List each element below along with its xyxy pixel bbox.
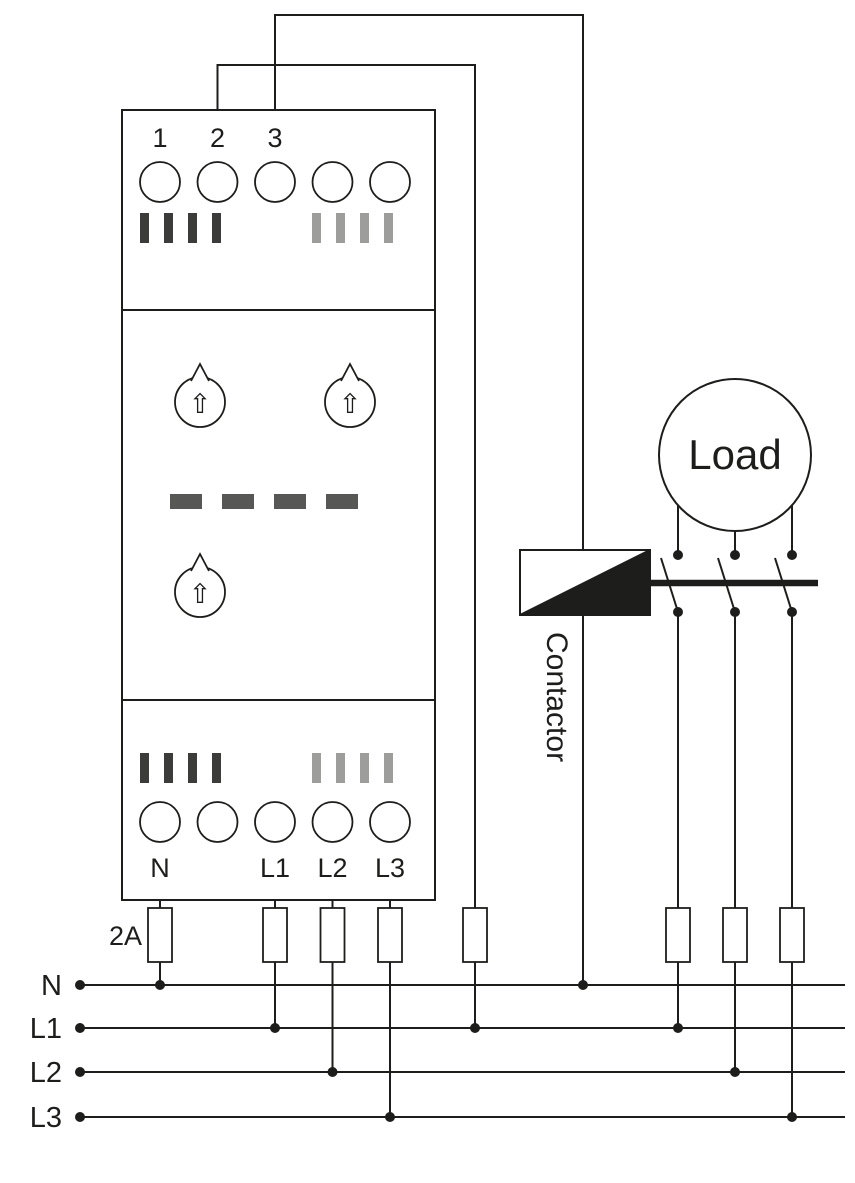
bottom-terminal-l2 [311, 801, 354, 843]
junction-dot [578, 980, 588, 990]
contactor-coil: Contactor [519, 549, 651, 762]
junction-dot [75, 1023, 85, 1033]
vent-bar [212, 213, 221, 243]
bottom-terminal-l1 [254, 801, 296, 843]
vent-bar [336, 213, 345, 243]
top-terminal-3 [254, 161, 296, 203]
supply-bus: N L1 L2 L3 [30, 970, 845, 1134]
rotary-knob-1: ⇧ [174, 362, 226, 428]
top-terminal-4 [311, 161, 354, 203]
vent-bar [312, 213, 321, 243]
vent-bar [140, 753, 149, 783]
knob-pointer-icon [190, 552, 210, 572]
load-branch: Load [650, 378, 818, 1117]
up-arrow-icon: ⇧ [189, 389, 212, 420]
terminal-label-l3: L3 [375, 853, 405, 883]
bottom-terminal-2 [196, 801, 239, 843]
fuse-l3 [377, 907, 403, 963]
relay-device: 1 2 3 ⇧ ⇧ [121, 109, 436, 901]
junction-dot [270, 1023, 280, 1033]
vent-bar [188, 213, 197, 243]
vent-bar [360, 213, 369, 243]
top-vent-slots [140, 213, 393, 243]
wire-terminal2-to-l1-fuse [216, 64, 476, 1028]
fuses: 2A [109, 907, 805, 963]
up-arrow-icon: ⇧ [189, 579, 212, 610]
display-segment [326, 494, 358, 509]
junction-dot [75, 1067, 85, 1077]
display-segment [170, 494, 202, 509]
fuse-load-l1 [665, 907, 691, 963]
vent-bar [164, 753, 173, 783]
junction-dot [470, 1023, 480, 1033]
top-terminal-2 [196, 161, 239, 203]
terminal-label-n: N [150, 853, 170, 883]
bottom-vent-slots [140, 753, 393, 783]
terminal-label-l1: L1 [260, 853, 290, 883]
fuse-load-l2 [722, 907, 748, 963]
junction-dot [75, 980, 85, 990]
junction-dot [155, 980, 165, 990]
bus-label-l2: L2 [30, 1057, 62, 1089]
junction-dot [730, 1067, 740, 1077]
vent-bar [336, 753, 345, 783]
junction-dot [75, 1112, 85, 1122]
rotary-knob-2: ⇧ [324, 362, 376, 428]
contact-point [730, 550, 740, 560]
bus-label-n: N [41, 970, 62, 1002]
vent-bar [384, 213, 393, 243]
contact-point [673, 550, 683, 560]
bus-label-l3: L3 [30, 1102, 62, 1134]
top-terminal-1 [139, 161, 181, 203]
vent-bar [164, 213, 173, 243]
terminal-number-3: 3 [267, 123, 282, 153]
vent-bar [188, 753, 197, 783]
fuse-rating-label: 2A [109, 921, 142, 951]
fuse-control [462, 907, 488, 963]
fuse-n [147, 907, 173, 963]
display-segment [274, 494, 306, 509]
load-label: Load [688, 431, 781, 478]
knob-pointer-icon [340, 362, 360, 382]
up-arrow-icon: ⇧ [339, 389, 362, 420]
junction-dot [787, 1112, 797, 1122]
top-terminal-5 [369, 161, 411, 203]
terminal-label-l2: L2 [317, 853, 347, 883]
vent-bar [212, 753, 221, 783]
contactor-symbol-fill [520, 550, 650, 615]
bottom-terminal-l3 [369, 801, 411, 843]
contact-point [787, 550, 797, 560]
junction-dot [327, 1067, 338, 1077]
fuse-load-l3 [779, 907, 805, 963]
junction-dot [385, 1112, 395, 1122]
wire-terminal3-to-contactor-coil [274, 14, 584, 550]
bottom-terminal-n [139, 801, 181, 843]
vent-bar [384, 753, 393, 783]
bus-label-l1: L1 [30, 1013, 62, 1045]
terminal-number-1: 1 [152, 123, 167, 153]
control-wiring [216, 14, 584, 1028]
fuse-l1 [262, 907, 288, 963]
fuse-l2 [319, 907, 346, 963]
vent-bar [360, 753, 369, 783]
vent-bar [312, 753, 321, 783]
knob-pointer-icon [190, 362, 210, 382]
junction-dot [673, 1023, 683, 1033]
display-segment [222, 494, 254, 509]
rotary-knob-3: ⇧ [174, 552, 226, 618]
vent-bar [140, 213, 149, 243]
terminal-number-2: 2 [210, 123, 225, 153]
contactor-label: Contactor [540, 632, 573, 762]
display-segments [170, 494, 358, 509]
